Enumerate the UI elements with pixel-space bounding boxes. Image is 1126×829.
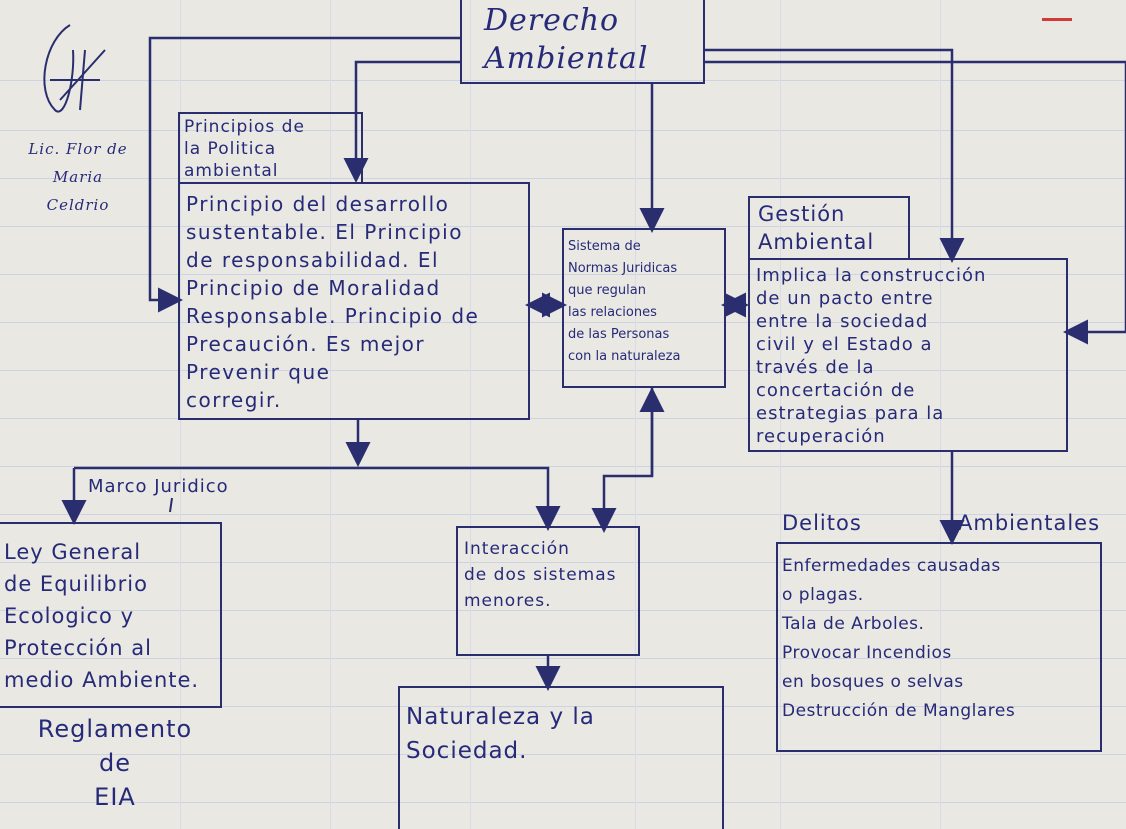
red-margin-mark xyxy=(1042,18,1072,21)
gestion-header: Gestión Ambiental xyxy=(758,202,875,254)
delitos-body: Enfermedades causadas o plagas. Tala de … xyxy=(782,556,1016,721)
sistema-body: Sistema de Normas Juridicas que regulan … xyxy=(568,239,681,364)
delitos-label: Delitos xyxy=(782,511,862,535)
gestion-box: Implica la construcción de un pacto entr… xyxy=(748,258,1068,452)
principios-header: Principios de la Politica ambiental xyxy=(184,117,305,181)
interaccion-body: Interacción de dos sistemas menores. xyxy=(464,539,617,611)
page-title: Derecho Ambiental xyxy=(484,3,649,76)
naturaleza-body: Naturaleza y la Sociedad. xyxy=(406,704,595,764)
interaccion-box: Interacción de dos sistemas menores. xyxy=(456,526,640,656)
gestion-body: Implica la construcción de un pacto entr… xyxy=(756,265,987,447)
ley-box: Ley General de Equilibrio Ecologico y Pr… xyxy=(0,522,222,708)
title-box: Derecho Ambiental xyxy=(460,0,705,84)
signature-icon xyxy=(43,24,106,113)
ley-body: Ley General de Equilibrio Ecologico y Pr… xyxy=(4,540,200,692)
naturaleza-box: Naturaleza y la Sociedad. xyxy=(398,686,724,829)
reglamento-label: Reglamento de EIA xyxy=(37,715,193,811)
ambientales-label: Ambientales xyxy=(958,511,1101,535)
sistema-box: Sistema de Normas Juridicas que regulan … xyxy=(562,228,726,388)
principios-box: Principio del desarrollo sustentable. El… xyxy=(178,182,530,420)
principios-header-box: Principios de la Politica ambiental xyxy=(178,112,363,184)
author-name: Lic. Flor de Maria Celdrio xyxy=(28,140,128,214)
marco-juridico-label: Marco Juridico xyxy=(88,476,229,497)
delitos-box: Enfermedades causadas o plagas. Tala de … xyxy=(776,542,1102,752)
principios-body: Principio del desarrollo sustentable. El… xyxy=(186,192,480,412)
gestion-header-box: Gestión Ambiental xyxy=(748,196,910,260)
